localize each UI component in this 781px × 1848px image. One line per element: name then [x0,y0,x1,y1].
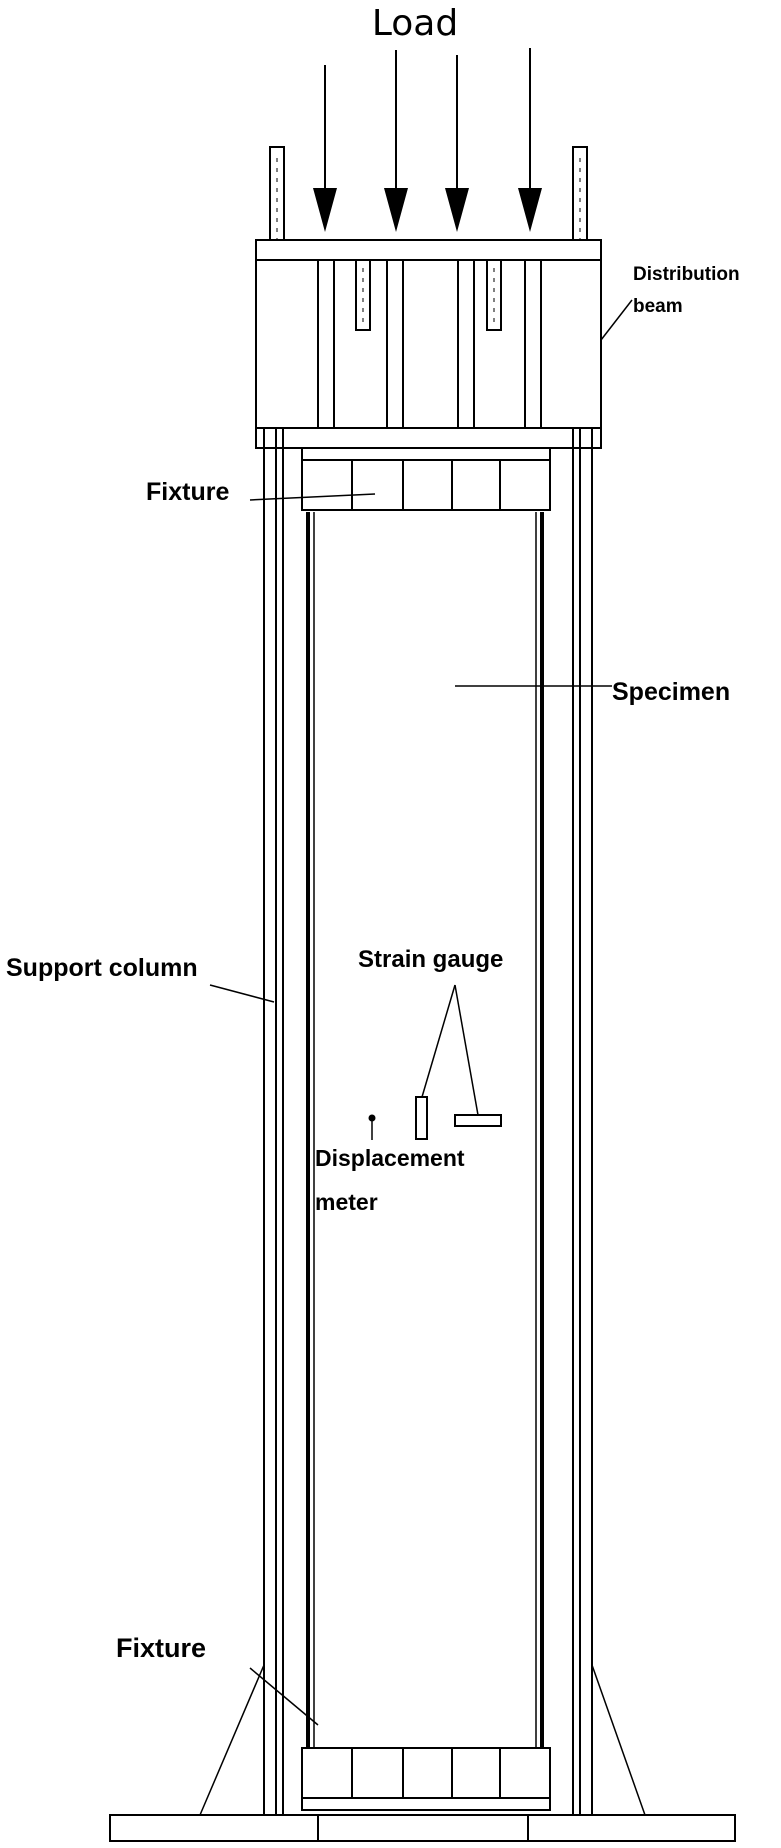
label-distribution-beam-line1: Distribution [633,264,740,285]
load-arrow-4-head [518,188,542,232]
instruments [368,984,502,1140]
label-load: Load [372,3,458,44]
label-displacement-meter-line1: Displacement [315,1145,465,1171]
top-fixture-body [301,459,551,511]
load-arrow-2-head [384,188,408,232]
specimen [306,512,544,1748]
top-fixture-plate [301,447,551,461]
beam-bolt-right [486,259,502,331]
top-fixture [301,447,551,511]
base-plate [109,1664,736,1842]
bottom-fixture [301,1747,551,1811]
support-columns [263,428,593,1815]
bottom-fixture-body [301,1747,551,1799]
strain-gauge-horizontal [454,1114,502,1127]
distribution-beam [255,239,602,449]
label-fixture-bottom: Fixture [116,1633,206,1663]
load-arrow-3-head [445,188,469,232]
distribution-beam-bottom-plate [255,427,602,449]
load-arrow-1-head [313,188,337,232]
label-strain-gauge: Strain gauge [358,946,503,973]
distribution-beam-top-plate [255,239,602,261]
label-displacement-meter-line2: meter [315,1189,378,1215]
label-specimen: Specimen [612,678,730,706]
distribution-beam-body [255,259,602,429]
bottom-fixture-plate [301,1797,551,1811]
label-distribution-beam-line2: beam [633,296,683,317]
label-fixture-top: Fixture [146,478,229,506]
load-arrows [313,48,542,232]
labels: Load Distribution beam Fixture Specimen … [6,3,740,1663]
label-support-column: Support column [6,954,198,982]
beam-bolt-left [355,259,371,331]
strain-gauge-vertical [415,1096,428,1140]
leader-lines [209,299,633,1726]
